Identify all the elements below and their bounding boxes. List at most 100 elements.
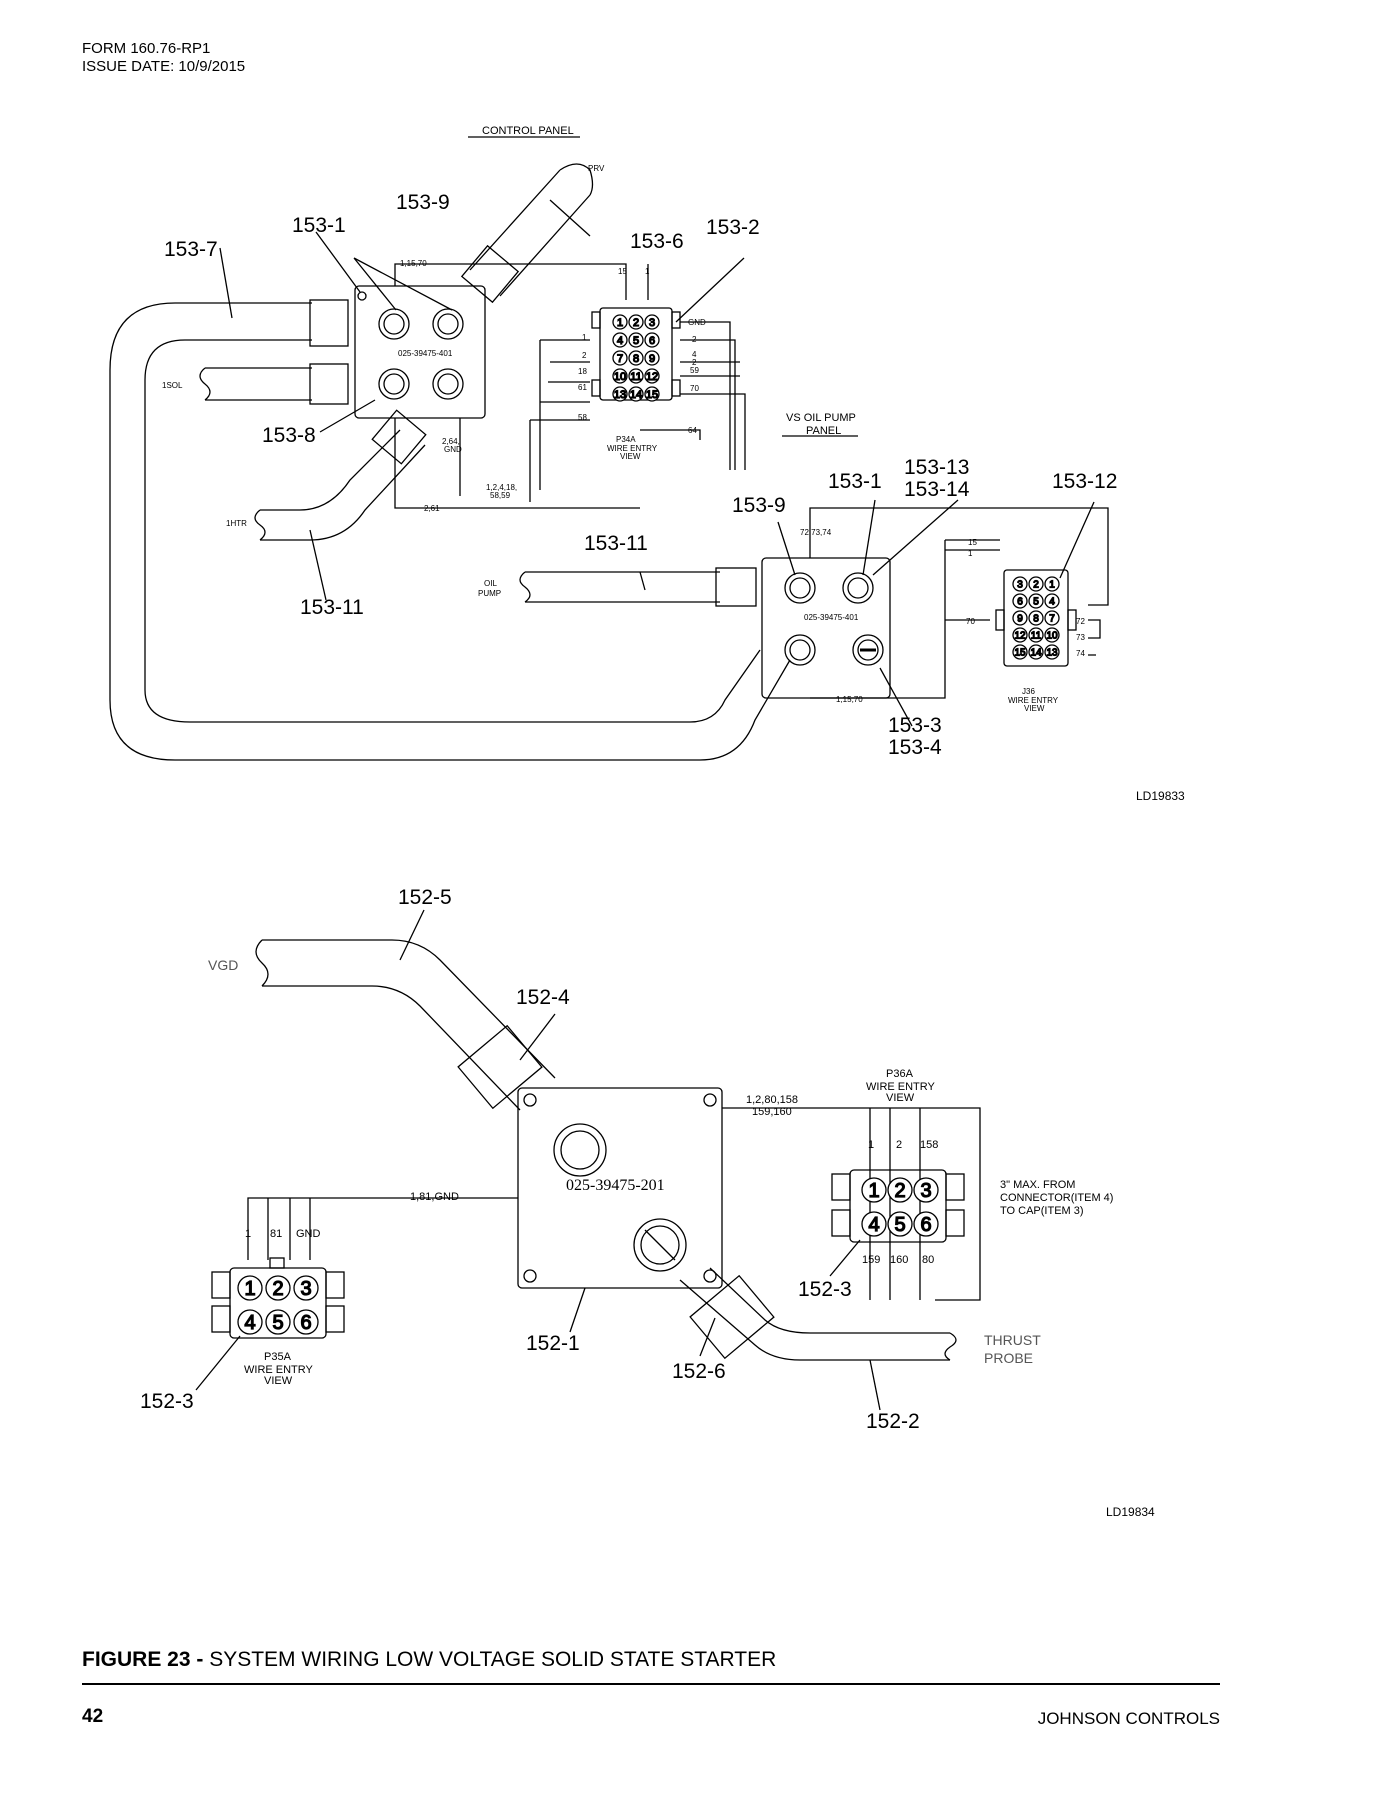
issue-date: ISSUE DATE: 10/9/2015 — [82, 58, 246, 75]
p34a-pin-4 — [612, 332, 628, 348]
j36-pin-14 — [1028, 644, 1044, 660]
p36a-pin-label: 6 — [920, 1214, 931, 1236]
figure-label: FIGURE 23 - — [82, 1648, 204, 1671]
j36-pin-1 — [1044, 576, 1060, 592]
p36a-pin-3 — [913, 1177, 939, 1203]
j36-pin-5 — [1028, 593, 1044, 609]
j36-pin-label: 11 — [1031, 631, 1042, 642]
callout-153-3: 153-3 — [888, 714, 942, 737]
p35a-pin-2 — [265, 1275, 291, 1301]
svg-text:WIRE ENTRY: WIRE ENTRY — [866, 1081, 936, 1093]
callout-153-11-a: 153-11 — [300, 596, 364, 619]
j36-pin-label: 4 — [1049, 597, 1055, 608]
callout-153-11-b: 153-11 — [584, 532, 648, 555]
j36-pin-label: 15 — [1014, 648, 1026, 659]
control-panel-box — [354, 285, 486, 419]
j36-pin-label: 12 — [1014, 631, 1026, 642]
j36-pin-label: 10 — [1046, 631, 1058, 642]
svg-text:72,73,74: 72,73,74 — [800, 528, 832, 537]
p36a-pin-5 — [887, 1211, 913, 1237]
svg-text:72: 72 — [1076, 617, 1085, 626]
callout-153-1: 153-1 — [292, 214, 346, 237]
j36-pin-12 — [1012, 627, 1028, 643]
p34a-pin-10 — [612, 368, 628, 384]
svg-text:159: 159 — [862, 1254, 880, 1266]
j36-pin-2 — [1028, 576, 1044, 592]
j36-pin-label: 1 — [1049, 580, 1055, 591]
p34a-pin-label: 3 — [649, 317, 655, 329]
callout-152-5: 152-5 — [398, 886, 452, 909]
svg-text:73: 73 — [1076, 633, 1085, 642]
j36-pin-label: 3 — [1017, 580, 1023, 591]
p34a-pin-3 — [644, 314, 660, 330]
note-line-2: CONNECTOR(ITEM 4) — [1000, 1192, 1113, 1204]
p34a-pin-label: 6 — [649, 335, 655, 347]
figure-caption: FIGURE 23 - SYSTEM WIRING LOW VOLTAGE SO… — [82, 1648, 776, 1672]
p34a-pin-8 — [628, 350, 644, 366]
svg-text:15: 15 — [618, 267, 627, 276]
svg-text:1,2,80,158: 1,2,80,158 — [746, 1094, 798, 1106]
svg-text:158: 158 — [920, 1139, 938, 1151]
p34a-pin-7 — [612, 350, 628, 366]
svg-text:1: 1 — [582, 333, 587, 342]
callout-153-4: 153-4 — [888, 736, 942, 759]
p34a-pin-5 — [628, 332, 644, 348]
svg-text:2: 2 — [692, 335, 697, 344]
svg-text:VIEW: VIEW — [264, 1375, 293, 1387]
p35a-pin-1 — [237, 1275, 263, 1301]
j36-pin-label: 14 — [1030, 648, 1042, 659]
j36-pin-8 — [1028, 610, 1044, 626]
svg-text:61: 61 — [578, 383, 587, 392]
p34a-pin-label: 7 — [617, 353, 623, 365]
p34a-pin-9 — [644, 350, 660, 366]
p36a-pin-label: 4 — [868, 1214, 879, 1236]
callout-153-9-b: 153-9 — [732, 494, 786, 517]
svg-text:WIRE ENTRY: WIRE ENTRY — [244, 1364, 314, 1376]
vgd-label: VGD — [208, 957, 238, 973]
p34a-pin-label: 12 — [646, 371, 658, 383]
p34a-pin-label: 15 — [646, 389, 658, 401]
svg-text:GND: GND — [444, 445, 462, 454]
p35a-pin-label: 3 — [300, 1278, 311, 1300]
p35a-label: P35A — [264, 1351, 292, 1363]
j36-pin-10 — [1044, 627, 1060, 643]
svg-text:VIEW: VIEW — [1024, 704, 1045, 713]
j36-pin-6 — [1012, 593, 1028, 609]
p36a-pin-1 — [861, 1177, 887, 1203]
p34a-pin-label: 13 — [614, 389, 626, 401]
callout-152-3-right: 152-3 — [798, 1278, 852, 1301]
j36-pin-label: 9 — [1017, 614, 1023, 625]
svg-text:74: 74 — [1076, 649, 1085, 658]
svg-text:1,81,GND: 1,81,GND — [410, 1191, 459, 1203]
svg-text:2,64,: 2,64, — [442, 437, 460, 446]
svg-text:1: 1 — [868, 1139, 874, 1151]
p34a-pin-11 — [628, 368, 644, 384]
svg-text:2,61: 2,61 — [424, 504, 440, 513]
j36-pin-label: 5 — [1033, 597, 1039, 608]
svg-text:58,59: 58,59 — [490, 491, 511, 500]
p35a-pin-6 — [293, 1309, 319, 1335]
j36-pin-label: 8 — [1033, 614, 1039, 625]
callout-153-7: 153-7 — [164, 238, 218, 261]
bottom-callouts: 152-5 152-4 152-1 152-6 152-2 152-3 152-… — [140, 886, 920, 1433]
panel1-part-number: 025-39475-401 — [398, 349, 453, 358]
p34a-pin-13 — [612, 386, 628, 402]
p35a-pin-label: 6 — [300, 1312, 311, 1334]
p34a-label: P34A — [616, 435, 636, 444]
prv-label: PRV — [588, 164, 605, 173]
p36a-pin-label: 2 — [894, 1180, 905, 1202]
j36-pin-11 — [1028, 627, 1044, 643]
svg-text:WIRE ENTRY: WIRE ENTRY — [607, 444, 658, 453]
p36a-pin-6 — [913, 1211, 939, 1237]
callout-153-8: 153-8 — [262, 424, 316, 447]
svg-text:VIEW: VIEW — [620, 452, 641, 461]
callout-153-1-b: 153-1 — [828, 470, 882, 493]
svg-text:81: 81 — [270, 1228, 282, 1240]
p34a-pin-label: 1 — [617, 317, 623, 329]
p36a-pin-2 — [887, 1177, 913, 1203]
callout-153-14: 153-14 — [904, 478, 970, 501]
svg-text:PUMP: PUMP — [478, 589, 501, 598]
svg-text:2: 2 — [896, 1139, 902, 1151]
p34a-pin-6 — [644, 332, 660, 348]
